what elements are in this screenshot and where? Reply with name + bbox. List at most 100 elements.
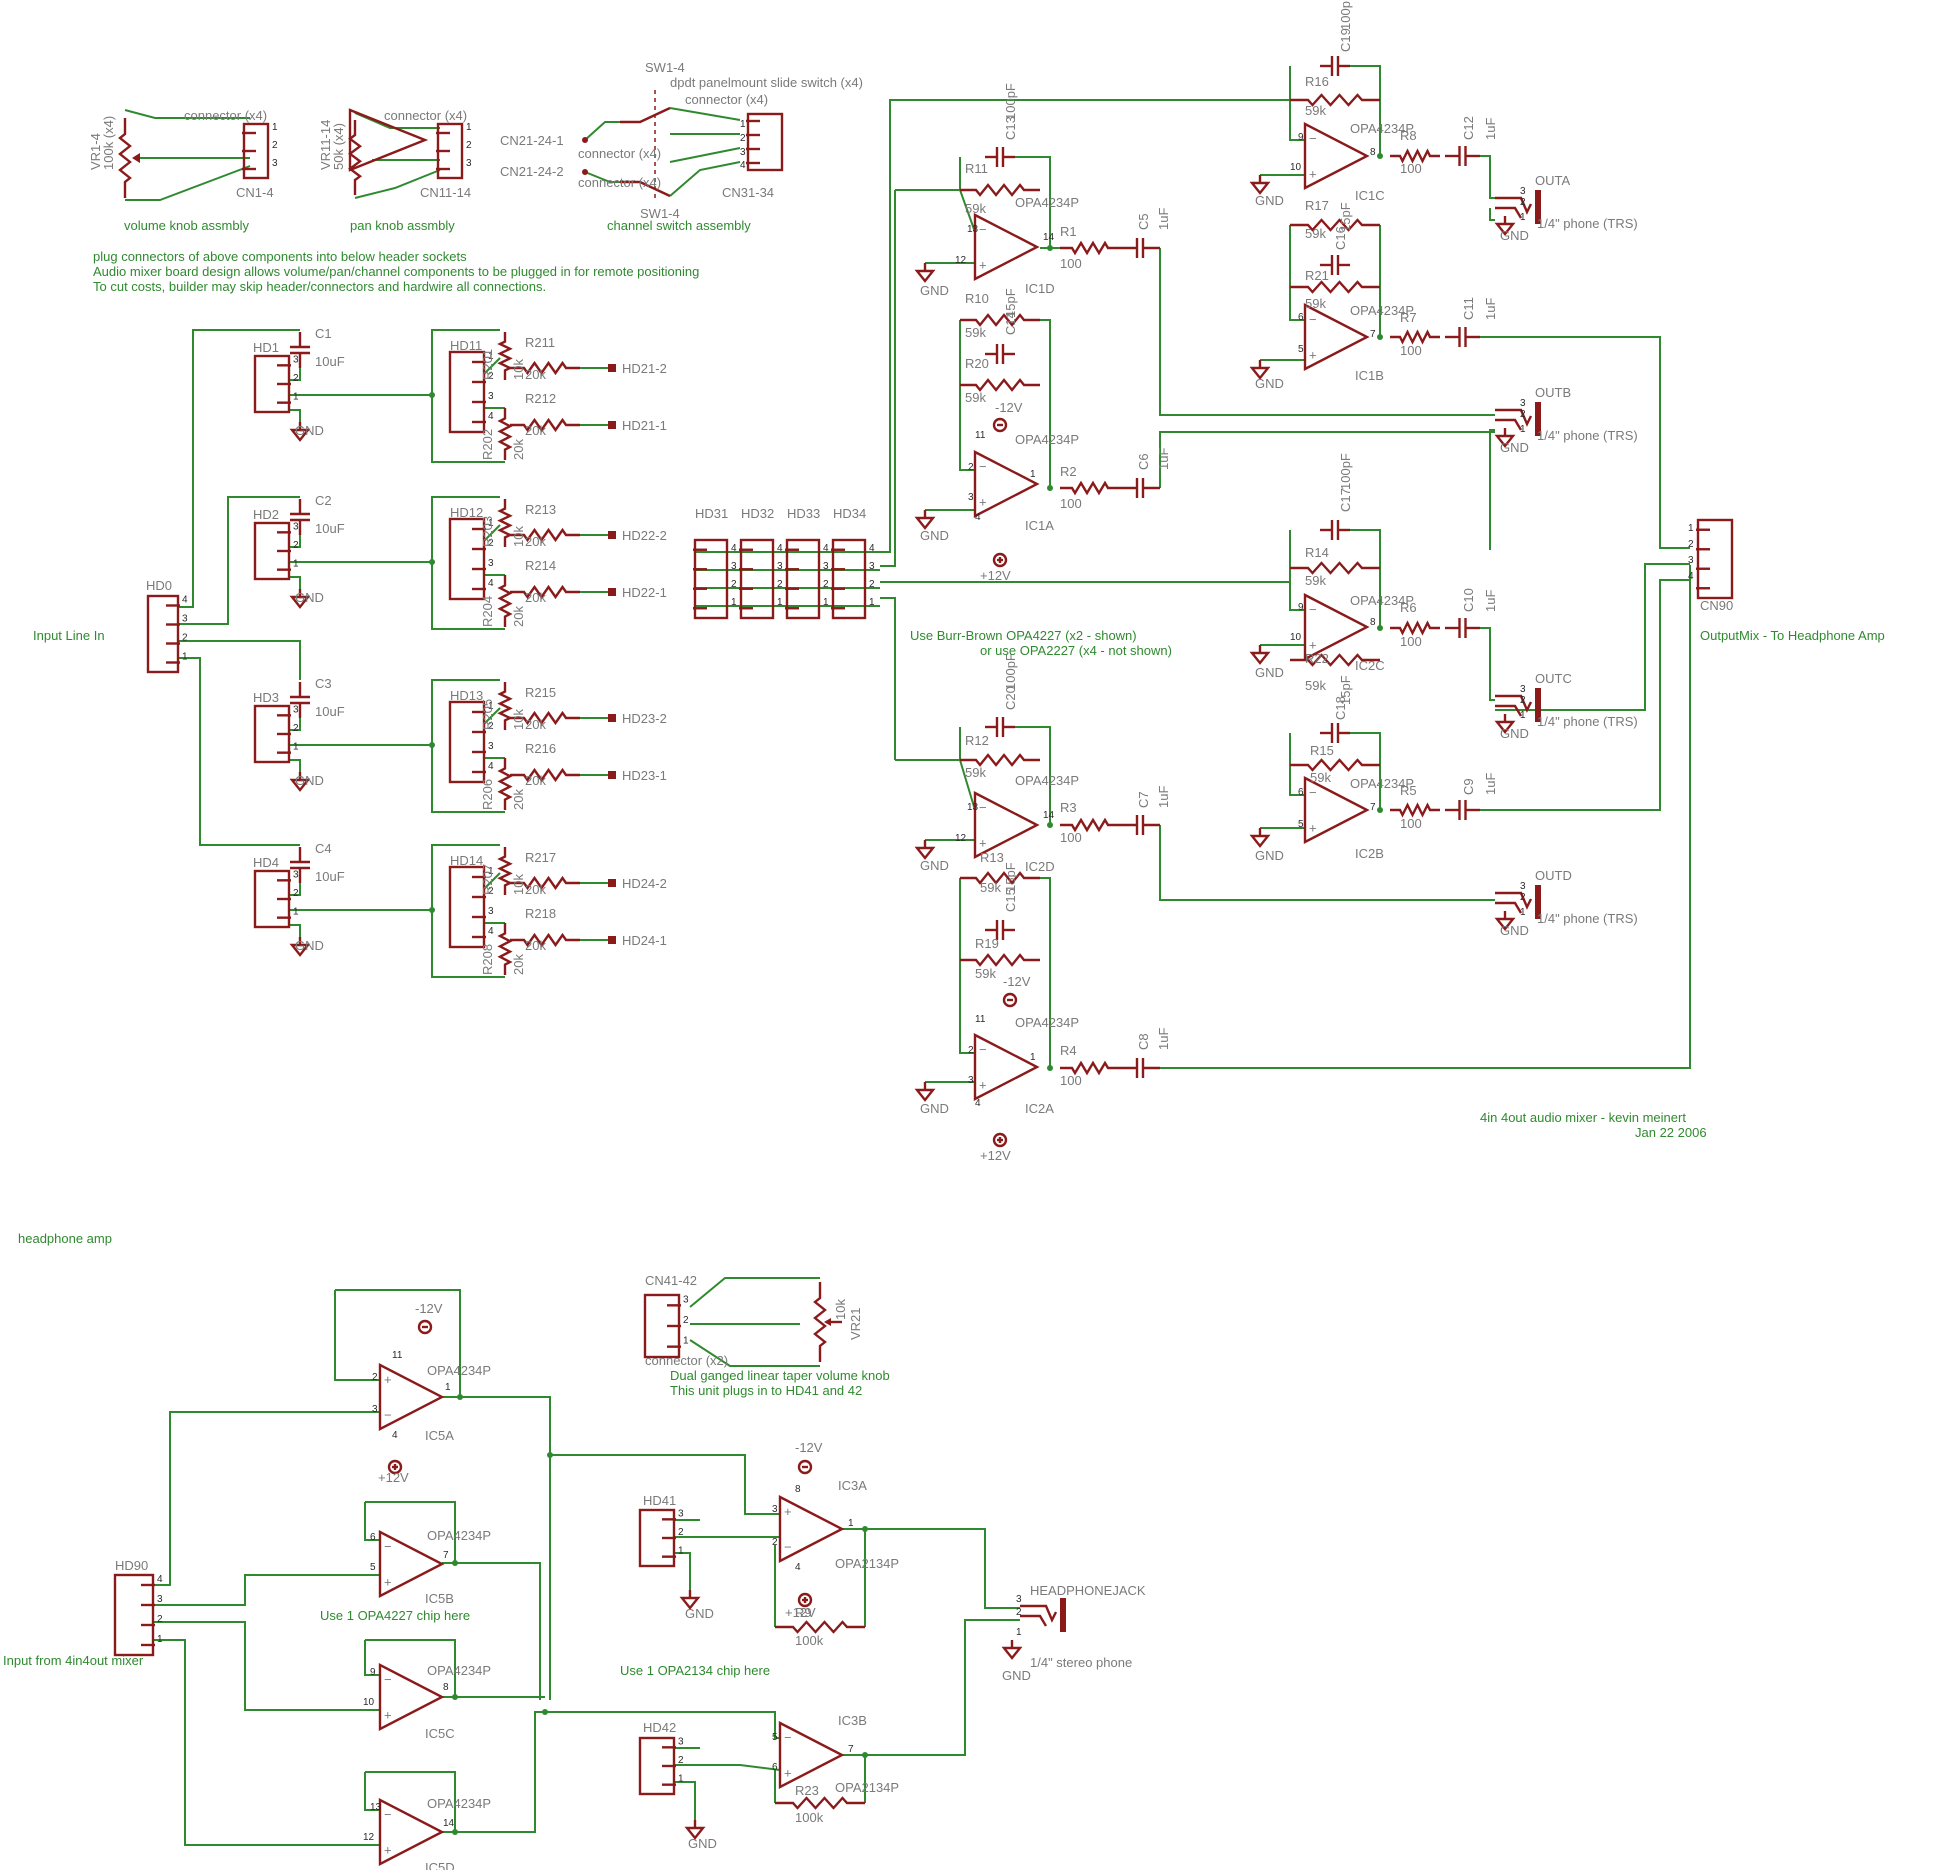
schematic-label: C13 [1003, 116, 1018, 140]
schematic-label: 100k [795, 1810, 824, 1825]
pin-number: 3 [1520, 186, 1526, 197]
schematic-label: HD90 [115, 1558, 148, 1573]
resistor [960, 183, 1040, 197]
pin-number: 4 [823, 543, 829, 554]
wire [1480, 336, 1690, 549]
schematic-label: 10uF [315, 869, 345, 884]
pin-number: 10 [1290, 632, 1302, 643]
pin-number: 11 [975, 430, 986, 441]
schematic-label: C17 [1338, 488, 1353, 512]
pin-number: 3 [293, 704, 299, 715]
pin-number: 3 [488, 906, 494, 917]
pin-number: 4 [488, 411, 494, 422]
pin-number: 3 [1688, 555, 1694, 566]
wire [1040, 877, 1051, 1068]
wire [1040, 319, 1051, 488]
pin-number: 2 [777, 579, 783, 590]
schematic-label: HD13 [450, 688, 483, 703]
connector-pin [582, 169, 588, 175]
schematic-label: 100pF [1003, 653, 1018, 690]
schematic-label: C7 [1136, 791, 1151, 808]
pin-number: 2 [157, 1614, 163, 1625]
wire [153, 1574, 380, 1606]
phone-jack-sleeve [1060, 1598, 1066, 1632]
schematic-label: OPA4234P [427, 1663, 491, 1678]
header-connector [746, 112, 784, 172]
pin-number: 1 [293, 907, 299, 918]
wire [1480, 627, 1495, 701]
schematic-label: HD2 [253, 507, 279, 522]
ground-icon [914, 846, 936, 860]
resistor [960, 871, 1040, 885]
schematic-label: HD23-1 [622, 768, 667, 783]
pin-number: 12 [363, 1832, 375, 1843]
pin-number: 3 [1016, 1594, 1022, 1605]
schematic-label: 1/4" stereo phone [1030, 1655, 1132, 1670]
wire [431, 329, 500, 395]
schematic-label: IC5A [425, 1428, 454, 1443]
schematic-label: Dual ganged linear taper volume knob [670, 1368, 890, 1383]
schematic-label: 59k [965, 765, 986, 780]
schematic-label: OPA4234P [427, 1796, 491, 1811]
pin-number: 13 [967, 802, 979, 813]
pin-number: 2 [272, 140, 278, 151]
resistor [960, 378, 1040, 392]
op-amp-input-sign: + [784, 1765, 792, 1780]
wire [1289, 733, 1305, 796]
wire [1289, 66, 1305, 141]
schematic-label: 59k [1305, 103, 1326, 118]
pin-number: 3 [968, 1075, 974, 1086]
pin-number: 4 [392, 1430, 398, 1441]
schematic-label: 59k [1305, 573, 1326, 588]
phone-jack-sleeve [1535, 885, 1541, 919]
op-amp-input-sign: − [384, 1807, 392, 1822]
header-connector [785, 538, 821, 620]
resistor [510, 584, 580, 600]
pin-number: 4 [488, 761, 494, 772]
schematic-label: 20k [525, 938, 546, 953]
schematic-label: OUTC [1535, 671, 1572, 686]
op-amp-input-sign: − [1309, 602, 1317, 617]
op-amp-input-sign: − [979, 1042, 987, 1057]
wire [365, 1639, 456, 1697]
schematic-label: HD24-1 [622, 933, 667, 948]
schematic-label: 100 [1400, 161, 1422, 176]
schematic-label: GND [295, 423, 324, 438]
schematic-label: To cut costs, builder may skip header/co… [93, 279, 546, 294]
schematic-label: IC3A [838, 1478, 867, 1493]
resistor [510, 527, 580, 543]
schematic-label: R22 [1305, 651, 1329, 666]
op-amp-input-sign: + [1309, 347, 1317, 362]
schematic-label: Use 1 OPA4227 chip here [320, 1608, 470, 1623]
schematic-label: IC1C [1355, 188, 1385, 203]
schematic-label: 20k [525, 773, 546, 788]
net-port [608, 421, 616, 429]
header-connector [739, 538, 775, 620]
schematic-label: OPA4234P [1350, 776, 1414, 791]
wire [335, 1289, 461, 1397]
schematic-label: 59k [1305, 678, 1326, 693]
schematic-label: -12V [1003, 974, 1031, 989]
pin-number: 4 [975, 1098, 981, 1109]
schematic-label: 10k [511, 709, 526, 730]
schematic-label: GND [1255, 376, 1284, 391]
resistor [497, 682, 513, 730]
pin-number: 5 [1298, 819, 1304, 830]
schematic-label: 20k [525, 423, 546, 438]
resistor [1290, 218, 1380, 232]
schematic-label: 1/4" phone (TRS) [1537, 428, 1638, 443]
pin-number: 1 [1520, 424, 1526, 435]
schematic-label: R6 [1400, 600, 1417, 615]
schematic-label: HD4 [253, 855, 279, 870]
schematic-label: C2 [315, 493, 332, 508]
schematic-label: R208 [480, 944, 495, 975]
pin-number: 5 [772, 1732, 778, 1743]
schematic-label: OPA4234P [427, 1363, 491, 1378]
pin-number: 4 [777, 543, 783, 554]
resistor [960, 953, 1040, 967]
schematic-label: HD3 [253, 690, 279, 705]
pin-number: 1 [678, 1546, 684, 1557]
op-amp-input-sign: + [979, 1077, 987, 1092]
schematic-label: 1uF [1483, 773, 1498, 795]
